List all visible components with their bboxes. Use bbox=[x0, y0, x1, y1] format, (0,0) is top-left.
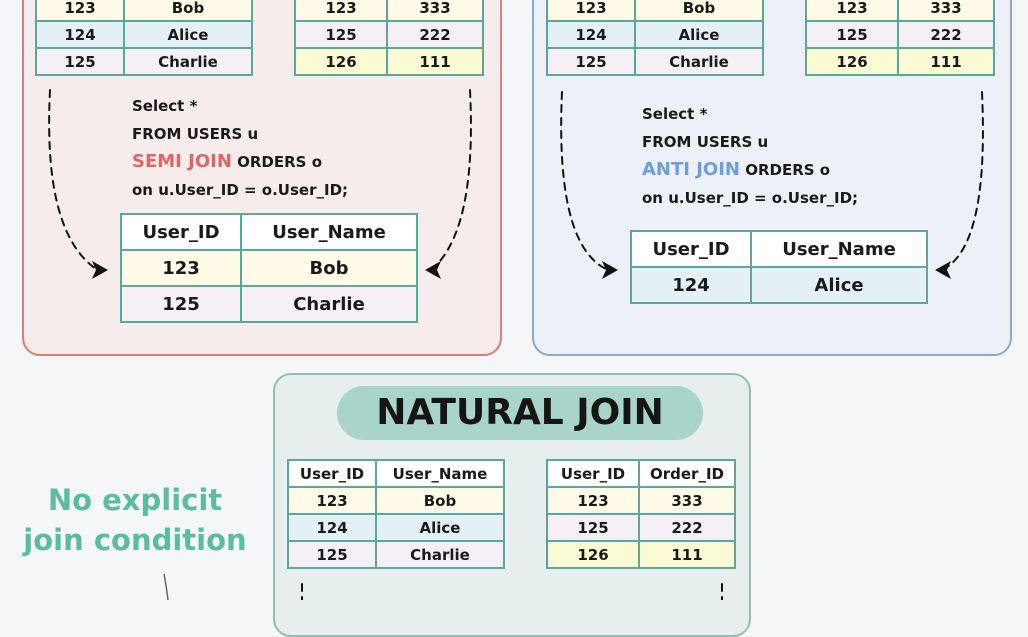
anti-join-keyword: ANTI JOIN bbox=[642, 159, 740, 180]
natural-join-title: NATURAL JOIN bbox=[337, 386, 703, 440]
note-pointer-line bbox=[163, 573, 169, 600]
no-join-condition-note: No explicit join condition bbox=[23, 483, 247, 557]
semi-join-keyword: SEMI JOIN bbox=[132, 151, 232, 172]
anti-join-sql: Select * FROM USERS u ANTI JOIN ORDERS o… bbox=[642, 105, 859, 207]
semi-join-sql: Select * FROM USERS u SEMI JOIN ORDERS o… bbox=[132, 97, 349, 199]
